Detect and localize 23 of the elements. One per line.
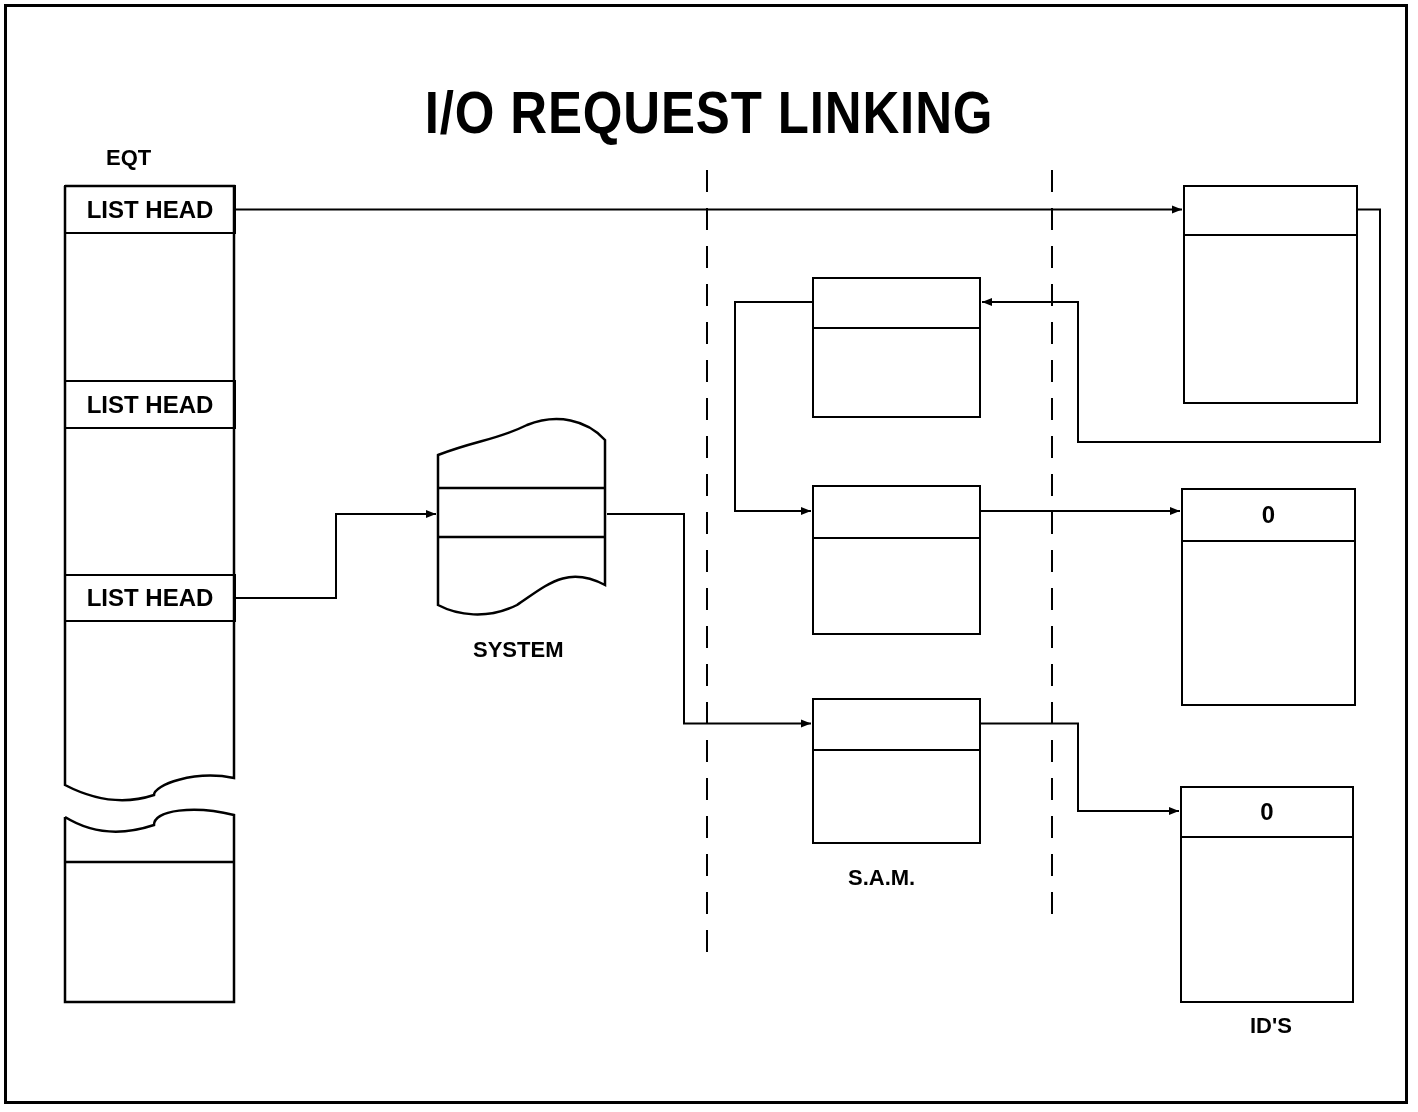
block-field: 0: [1183, 490, 1354, 542]
memory-block: [1180, 786, 1354, 1003]
memory-block: [812, 277, 981, 418]
table-row: LIST HEAD: [64, 380, 236, 429]
memory-block: [812, 698, 981, 844]
memory-block: [812, 485, 981, 635]
arrow: [606, 513, 812, 728]
arrow: [235, 205, 1183, 214]
arrow: [980, 722, 1180, 815]
table-row: LIST HEAD: [64, 574, 236, 622]
arrow: [981, 208, 1381, 443]
block-field: 0: [1182, 788, 1352, 838]
memory-block: [1183, 185, 1358, 404]
memory-block: [1181, 488, 1356, 706]
arrow: [980, 507, 1181, 515]
column-label: S.A.M.: [848, 865, 916, 891]
table-row: LIST HEAD: [64, 185, 236, 234]
title: I/O REQUEST LINKING: [424, 78, 994, 147]
arrow: [235, 510, 437, 599]
arrow: [734, 301, 813, 515]
block-caption: SYSTEM: [473, 637, 564, 663]
column-label: ID'S: [1250, 1013, 1292, 1039]
column-heading: EQT: [106, 145, 152, 171]
